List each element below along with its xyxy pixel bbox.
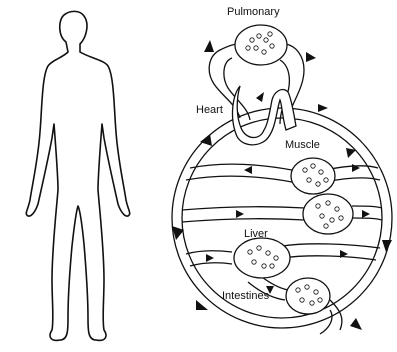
flow-arrows xyxy=(172,40,392,330)
liver-label: Liver xyxy=(244,228,268,241)
tissue-organ xyxy=(303,194,353,234)
muscle-vessels xyxy=(186,164,380,182)
pulmonary-organ xyxy=(235,25,287,65)
intestines-label: Intestines xyxy=(222,290,269,303)
liver-organ xyxy=(234,238,290,278)
human-body-outline xyxy=(26,11,129,340)
muscle-organ xyxy=(291,158,335,194)
intestines-organ xyxy=(286,278,330,314)
pulmonary-label: Pulmonary xyxy=(227,6,280,19)
heart-label: Heart xyxy=(196,104,223,117)
muscle-label: Muscle xyxy=(285,139,320,152)
